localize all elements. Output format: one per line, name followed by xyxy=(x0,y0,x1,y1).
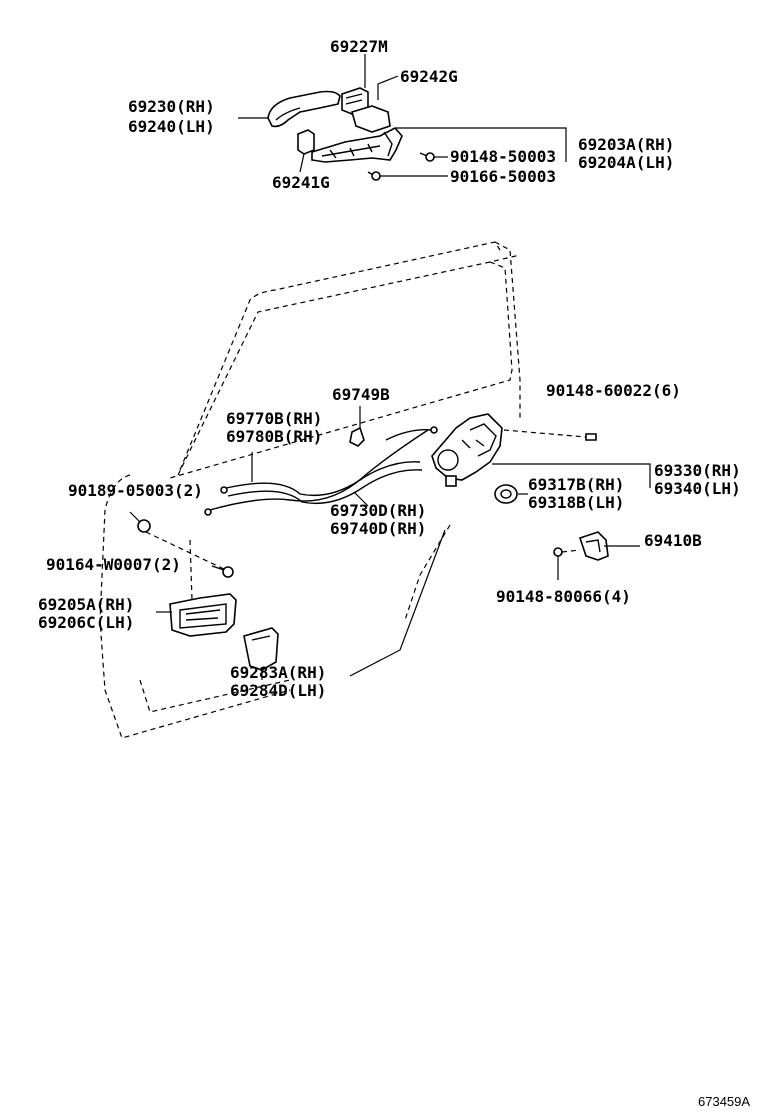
label-69770b: 69770B(RH) xyxy=(226,409,322,428)
label-90148-50003: 90148-50003 xyxy=(450,147,556,166)
label-69749b: 69749B xyxy=(332,385,390,404)
label-69205a: 69205A(RH) xyxy=(38,595,134,614)
grommet xyxy=(494,484,518,504)
label-69227m: 69227M xyxy=(330,37,388,56)
label-69340: 69340(LH) xyxy=(654,479,741,498)
outside-handle xyxy=(267,90,341,128)
screw-90164 xyxy=(222,566,234,578)
bolt-90166-50003 xyxy=(371,171,381,181)
control-cables xyxy=(204,406,438,516)
label-69283a: 69283A(RH) xyxy=(230,663,326,682)
pad-69241g xyxy=(297,129,315,155)
handle-frame xyxy=(311,126,403,163)
striker-assembly xyxy=(553,531,640,580)
pad-69242g xyxy=(351,105,391,133)
outside-handle-assembly xyxy=(238,54,567,181)
label-90189-05003: 90189-05003(2) xyxy=(68,481,203,500)
label-90148-60022: 90148-60022(6) xyxy=(546,381,681,400)
label-90164-w0007: 90164-W0007(2) xyxy=(46,555,181,574)
bezel xyxy=(243,627,279,671)
part-labels: 69227M 69242G 69230(RH) 69240(LH) 69203A… xyxy=(38,37,750,1109)
label-90166-50003: 90166-50003 xyxy=(450,167,556,186)
label-69241g: 69241G xyxy=(272,173,330,192)
label-69242g: 69242G xyxy=(400,67,458,86)
label-90148-80066: 90148-80066(4) xyxy=(496,587,631,606)
label-69730d: 69730D(RH) xyxy=(330,501,426,520)
label-69204a: 69204A(LH) xyxy=(578,153,674,172)
bolt-90148-50003 xyxy=(425,152,435,162)
label-69740d: 69740D(RH) xyxy=(330,519,426,538)
label-69230: 69230(RH) xyxy=(128,97,215,116)
label-69206c: 69206C(LH) xyxy=(38,613,134,632)
label-69240: 69240(LH) xyxy=(128,117,215,136)
clip-90189 xyxy=(137,519,151,533)
striker xyxy=(578,531,609,561)
inside-handle-assembly xyxy=(129,511,446,680)
label-69780b: 69780B(RH) xyxy=(226,427,322,446)
label-69330: 69330(RH) xyxy=(654,461,741,480)
label-69410b: 69410B xyxy=(644,531,702,550)
label-69318b: 69318B(LH) xyxy=(528,493,624,512)
label-69284d: 69284D(LH) xyxy=(230,681,326,700)
cable-clip xyxy=(349,426,365,447)
diagram-code: 673459A xyxy=(698,1094,750,1109)
label-69203a: 69203A(RH) xyxy=(578,135,674,154)
door-lock-assembly xyxy=(431,413,651,504)
label-69317b: 69317B(RH) xyxy=(528,475,624,494)
